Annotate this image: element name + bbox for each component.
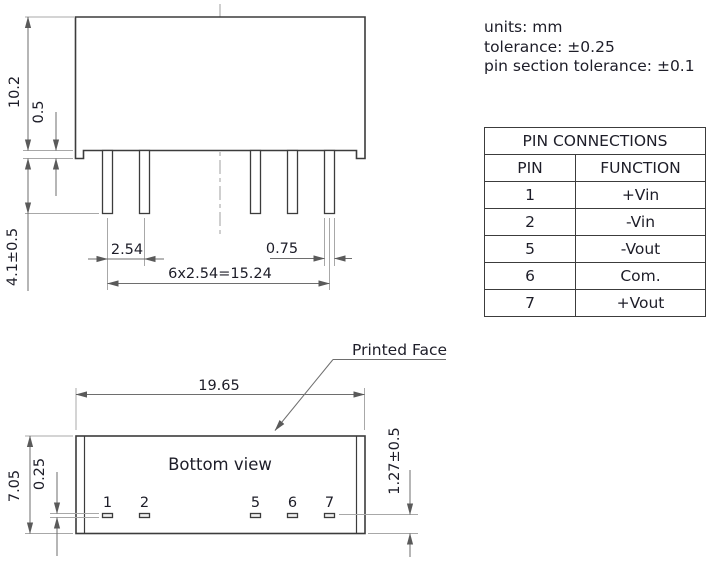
dim-label-body-height: 10.2	[7, 76, 23, 108]
pin-table-title-row: PIN CONNECTIONS	[483, 127, 707, 155]
pin-table-row: 1 +Vin	[484, 181, 707, 209]
dim-label-body-length: 19.65	[198, 378, 240, 394]
dim-label-body-width: 7.05	[7, 470, 23, 502]
pad-1	[101, 512, 114, 519]
function-cell: +Vout	[574, 289, 707, 317]
pad-5	[249, 512, 262, 519]
pin-table-row: 7 +Vout	[484, 289, 707, 317]
dim-label-pin-length: 4.1±0.5	[5, 228, 21, 286]
pin-5	[249, 149, 262, 215]
pin-table-row: 2 -Vin	[484, 208, 707, 236]
pad-number-7: 7	[325, 495, 334, 511]
dim-label-pad-thickness: 0.25	[32, 458, 48, 490]
pin-connections-table: PIN CONNECTIONS PIN FUNCTION 1 +Vin 2 -V…	[483, 127, 707, 317]
bottom-body-outline	[75, 435, 366, 535]
pad-6	[286, 512, 299, 519]
note-pin-tolerance: pin section tolerance: ±0.1	[484, 57, 695, 75]
pad-7	[323, 512, 336, 519]
pin-2	[138, 149, 151, 215]
pin-6	[286, 149, 299, 215]
bottom-view-label: Bottom view	[168, 455, 272, 474]
pad-number-2: 2	[140, 495, 149, 511]
function-cell: -Vout	[574, 235, 707, 263]
dim-label-pin-span: 6x2.54=15.24	[168, 266, 272, 282]
side-view-drawing: 10.2 0.5 4.1±0.5 2.54 0.75 6x2.54=15.24	[5, 4, 366, 291]
pin-cell: 2	[484, 208, 576, 236]
module-body-outline	[74, 16, 366, 160]
note-units: units: mm	[484, 18, 563, 36]
pin-table-header-row: PIN FUNCTION	[484, 154, 707, 182]
pin-table-col-function: FUNCTION	[574, 154, 707, 182]
pad-number-1: 1	[103, 495, 112, 511]
pin-table-row: 5 -Vout	[484, 235, 707, 263]
pad-2	[138, 512, 151, 519]
note-tolerance: tolerance: ±0.25	[484, 37, 615, 56]
pad-number-6: 6	[288, 495, 297, 511]
dim-label-pin-width: 0.75	[266, 241, 298, 257]
printed-face-leader-arrow	[274, 359, 334, 431]
bottom-view-drawing: 1 2 5 6 7 Bottom view 19.65 7.05 0.25	[7, 341, 447, 557]
pin-cell: 6	[484, 262, 576, 290]
pad-number-5: 5	[251, 495, 260, 511]
dim-label-standoff: 0.5	[31, 100, 47, 123]
pin-cell: 5	[484, 235, 576, 263]
pin-7	[323, 149, 336, 215]
pin-cell: 7	[484, 289, 576, 317]
drawing-notes: units: mm tolerance: ±0.25 pin section t…	[484, 18, 695, 77]
dim-label-pad-offset: 1.27±0.5	[387, 427, 403, 495]
pin-table-title: PIN CONNECTIONS	[483, 127, 707, 155]
pin-table-row: 6 Com.	[484, 262, 707, 290]
dim-label-pitch: 2.54	[111, 242, 143, 258]
function-cell: -Vin	[574, 208, 707, 236]
pin-1	[101, 149, 114, 215]
function-cell: +Vin	[574, 181, 707, 209]
pin-table-col-pin: PIN	[484, 154, 576, 182]
printed-face-label: Printed Face	[352, 341, 447, 359]
function-cell: Com.	[574, 262, 707, 290]
pin-cell: 1	[484, 181, 576, 209]
